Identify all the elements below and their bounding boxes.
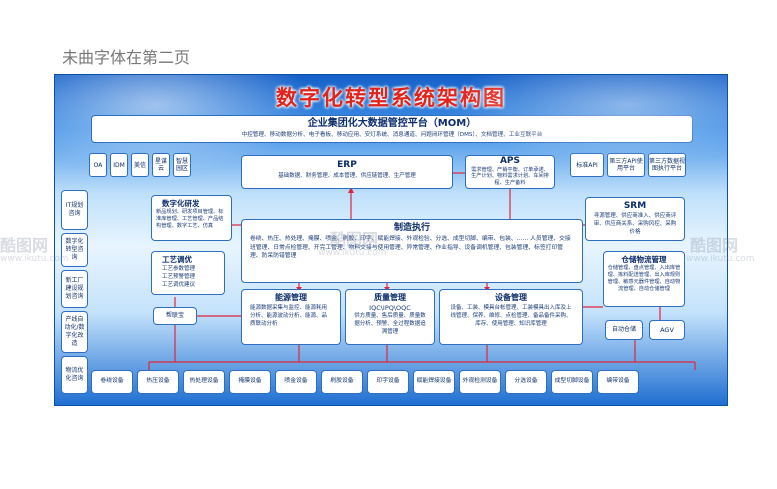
process-item-1: 工艺参数管理	[162, 266, 196, 272]
watermark-center-url: www.ikutu.com	[318, 248, 387, 258]
aps-box: APS 需求管理、产销平衡、订单承诺、生产计划、物料需求计划、车间排程、生产备料	[465, 155, 555, 189]
erp-desc: 基础数据、财务管理、成本管理、供应链管理、生产管理	[278, 173, 416, 179]
aps-title: APS	[499, 156, 521, 166]
srm-title: SRM	[623, 201, 647, 211]
device-metal-spray: 喷金设备	[275, 370, 317, 394]
standard-api: 标准API	[570, 153, 604, 177]
device-sorting: 分选设备	[505, 370, 547, 394]
energy-box: 能源管理 能源数据采集与监控、能源耗用分析、能源波动分析、能源、品质联动分析	[241, 289, 341, 345]
equipment-box: 设备管理 设备、工装、模具台帐管理、工装模具出入库及上线管理、保养、维修、点检管…	[439, 289, 583, 345]
erp-box: ERP 基础数据、财务管理、成本管理、供应链管理、生产管理	[241, 155, 453, 189]
third-party-view-platform: 第三方数据视图执行平台	[648, 153, 686, 177]
auto-warehouse-label: 自动仓储	[611, 326, 636, 333]
aps-desc: 需求管理、产销平衡、订单承诺、生产计划、物料需求计划、车间排程、生产备料	[471, 167, 549, 186]
equipment-desc: 设备、工装、模具台帐管理、工装模具出入库及上线管理、保养、维修、点检管理、备品备…	[450, 305, 572, 327]
digital-rd-box: 数字化研发 新品规划、研发项目管理、标准库管理、工艺管理、产品结构管理、数字工艺…	[151, 195, 232, 241]
watermark-right: 酷图网	[690, 236, 739, 255]
device-masking: 掩膜设备	[229, 370, 271, 394]
third-party-api-platform: 第三方API使用平台	[607, 153, 645, 177]
mes-box: 制造执行 卷绕、热压、热处理、掩膜、喷金、刷胶、印字、赋能焊接、外观检验、分选、…	[241, 219, 583, 283]
device-appearance-inspection: 外观检测设备	[459, 370, 501, 394]
device-glue: 刷胶设备	[321, 370, 363, 394]
gateway-box: 帮联宝	[153, 307, 197, 325]
quality-sub: IQC\IPQ\OQC	[369, 304, 411, 312]
architecture-board: 数字化转型系统架构图 企业集团化大数据管控平台（MOM） 中控管理、移动数据分析…	[54, 74, 728, 406]
device-printing: 印字设备	[367, 370, 409, 394]
watermark-center: 酷图网	[330, 230, 379, 249]
system-xingmouyun: 星谋云	[152, 153, 170, 177]
mom-desc: 中控管理、移动数据分析、电子看板、移动应用、安灯系统、消息通道、问题闭环管理（D…	[241, 132, 543, 138]
device-taping: 编带设备	[597, 370, 639, 394]
quality-desc: 供方质量、售后质量、质量数据分析、预警、全过程数据追溯管理	[354, 313, 426, 335]
mes-title: 制造执行	[393, 223, 430, 233]
process-tuning-box: 工艺调优 工艺参数管理 工艺预警管理 工艺调优建议	[151, 251, 225, 295]
device-winding: 卷绕设备	[91, 370, 133, 394]
rd-desc: 新品规划、研发项目管理、标准库管理、工艺管理、产品结构管理、数字工艺、仿真	[156, 209, 224, 229]
digital-transformation-consulting: 数字化转型咨询	[61, 233, 88, 267]
process-item-2: 工艺预警管理	[162, 274, 196, 280]
srm-desc: 寻源管理、供应商准入、供应商评审、供应商关系、采购风控、采购价格	[593, 213, 677, 235]
logistics-optimization-consulting: 物流优化咨询	[61, 356, 88, 394]
watermark-right-url: www.ikutu.com	[686, 254, 755, 264]
mes-desc: 卷绕、热压、热处理、掩膜、喷金、刷胶、印字、赋能焊接、外观检验、分选、成型切脚、…	[250, 236, 571, 260]
warehouse-desc: 仓储管理、盘点管理、入出库管理、拣料配送管理、出入库规则管理、敏感元器件管理、自…	[607, 265, 681, 292]
energy-title: 能源管理	[275, 293, 307, 302]
system-smart-park: 智慧园区	[173, 153, 191, 177]
system-meixin: 美信	[131, 153, 149, 177]
warehouse-title: 仓储物流管理	[621, 255, 667, 264]
quality-box: 质量管理 IQC\IPQ\OQC 供方质量、售后质量、质量数据分析、预警、全过程…	[345, 289, 435, 345]
auto-warehouse-box: 自动仓储	[605, 320, 643, 340]
erp-title: ERP	[337, 160, 357, 170]
system-idm: IDM	[110, 153, 128, 177]
warehouse-box: 仓储物流管理 仓储管理、盘点管理、入出库管理、拣料配送管理、出入库规则管理、敏感…	[603, 251, 685, 307]
agv-label: AGV	[660, 326, 674, 334]
line-automation-upgrade: 产线自动化/数字化改造	[61, 311, 88, 353]
new-factory-planning-consulting: 新工厂建设规划咨询	[61, 270, 88, 308]
it-planning-consulting: IT规划咨询	[61, 190, 88, 230]
device-forming-cutting: 成型切脚设备	[551, 370, 593, 394]
gateway-label: 帮联宝	[165, 312, 184, 319]
connector-lines	[148, 172, 696, 370]
device-heat-treatment: 热处理设备	[183, 370, 225, 394]
system-oa: OA	[89, 153, 107, 177]
page-note: 未曲字体在第二页	[62, 48, 191, 67]
diagram-title: 数字化转型系统架构图	[276, 86, 506, 110]
equipment-title: 设备管理	[495, 293, 527, 302]
agv-box: AGV	[649, 320, 685, 340]
device-welding: 赋能焊接设备	[413, 370, 455, 394]
rd-title: 数字化研发	[162, 199, 200, 208]
srm-box: SRM 寻源管理、供应商准入、供应商评审、供应商关系、采购风控、采购价格	[585, 197, 685, 241]
process-item-3: 工艺调优建议	[162, 282, 196, 288]
energy-desc: 能源数据采集与监控、能源耗用分析、能源波动分析、能源、品质联动分析	[250, 305, 328, 327]
device-hot-press: 热压设备	[137, 370, 179, 394]
watermark-left: 酷图网	[0, 236, 49, 255]
quality-title: 质量管理	[374, 293, 406, 302]
process-title: 工艺调优	[162, 255, 192, 264]
watermark-left-url: www.ikutu.com	[0, 254, 69, 264]
mom-platform: 企业集团化大数据管控平台（MOM） 中控管理、移动数据分析、电子看板、移动应用、…	[91, 115, 693, 143]
mom-title: 企业集团化大数据管控平台（MOM）	[307, 118, 477, 129]
